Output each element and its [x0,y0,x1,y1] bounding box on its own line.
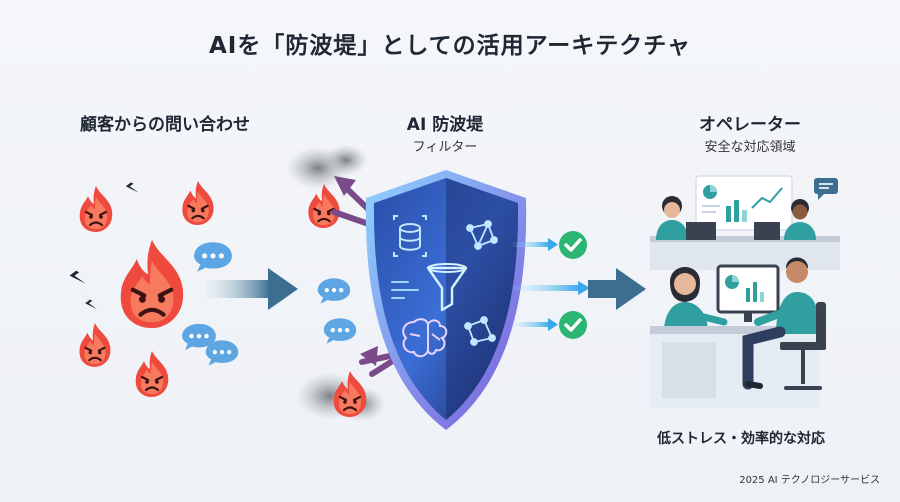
chat-bubble-icon [194,242,232,272]
filtered-output-arrows [510,238,590,331]
angry-flame-icon [307,183,341,229]
smoke-icon [324,144,368,176]
filter-label: フィルター [412,140,478,155]
lightning-icon [63,264,86,284]
safe-area-label: 安全な対応領域 [704,140,796,155]
check-icon [558,230,588,260]
dashboard-icon [716,264,780,322]
footer-copyright: 2025 AI テクノロジーサービス [739,475,880,486]
network-icon [466,220,498,250]
angry-flame-icon [121,240,183,328]
dashboard-icon [695,175,793,231]
chat-bubble-icon [205,340,239,366]
brain-icon [402,318,448,358]
operator-office [650,175,840,408]
lightning-icon [120,177,139,193]
operator-icon [742,257,826,390]
funnel-icon [426,263,468,312]
chat-bubble-icon [814,178,838,200]
angry-flame-icon [78,322,112,368]
angry-flame-icon [134,350,170,398]
chat-bubble-icon [323,318,357,344]
chat-bubble-icon [317,278,351,304]
network-icon [464,316,496,346]
shield-icon [365,170,527,430]
angry-flame-icon [78,185,114,233]
ai-breakwater-label: AI 防波堤 [406,115,484,135]
customer-inquiries-label: 顧客からの問い合わせ [80,115,250,135]
operator-label: オペレーター [699,115,801,135]
inflow-arrow [206,268,298,310]
angry-flame-icon [181,180,215,226]
outflow-arrow [588,268,646,310]
database-icon [393,215,427,257]
lightning-icon [80,294,98,310]
page-title: AIを「防波堤」としての活用アーキテクチャ [208,33,692,59]
check-icon [558,310,588,340]
operator-icon [664,267,728,332]
low-stress-caption: 低ストレス・効率的な対応 [657,431,825,447]
operator-icon [656,196,716,240]
text-lines-icon [391,281,419,299]
operator-icon [754,199,816,240]
